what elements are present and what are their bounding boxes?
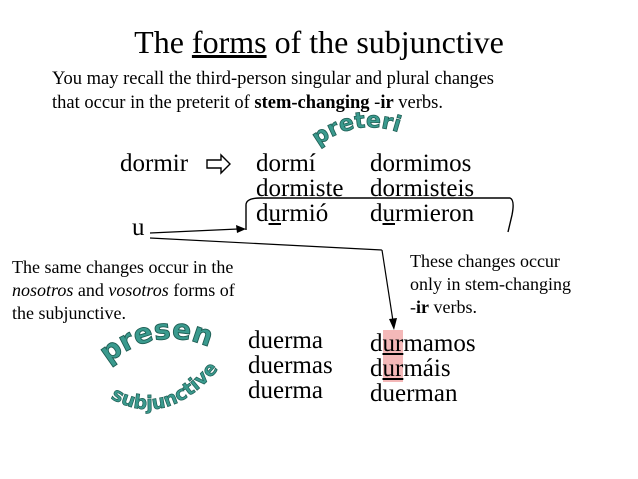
stem-change-highlight: ur [382,355,404,382]
note-right-line-1: These changes occur [410,251,560,271]
stem-vowel: u [132,214,145,241]
preterit-plural-3: durmieron [370,200,475,227]
subjunctive-plural-3: duerman [370,380,458,407]
note-right-line-3: -ir verbs. [410,297,477,317]
preterit-singular-3: durmió [256,200,329,227]
infinitive: dormir [120,150,189,177]
intro-line-1: You may recall the third-person singular… [52,69,495,89]
slide-title: The forms of the subjunctive [134,24,504,60]
outline-right-arrow-icon [206,153,231,175]
intro-line-2: that occur in the preterit of stem-chang… [52,93,443,113]
subjunctive-singular-1: duerma [248,327,323,354]
note-left-line-3: the subjunctive. [12,303,126,323]
preterit-plural-2: dormisteis [370,175,475,202]
note-right-line-2: only in stem-changing [410,274,571,294]
connector-to-preterit-arrow [149,225,246,234]
subjunctive-singular-3: duerma [248,377,323,404]
subjunctive-plural-2: durmáis [370,355,451,382]
preterit-plural-1: dormimos [370,150,472,177]
subjunctive-wordart: subjunctive [108,358,223,415]
subjunctive-singular-2: duermas [248,352,333,379]
preterit-singular-2: dormiste [256,175,344,202]
stem-change-highlight: ur [382,330,404,357]
note-left-line-1: The same changes occur in the [12,257,234,277]
note-left-line-2: nosotros and vosotros forms of [12,280,235,300]
preterit-singular-1: dormí [256,150,316,177]
subjunctive-plural-1: durmamos [370,330,476,357]
